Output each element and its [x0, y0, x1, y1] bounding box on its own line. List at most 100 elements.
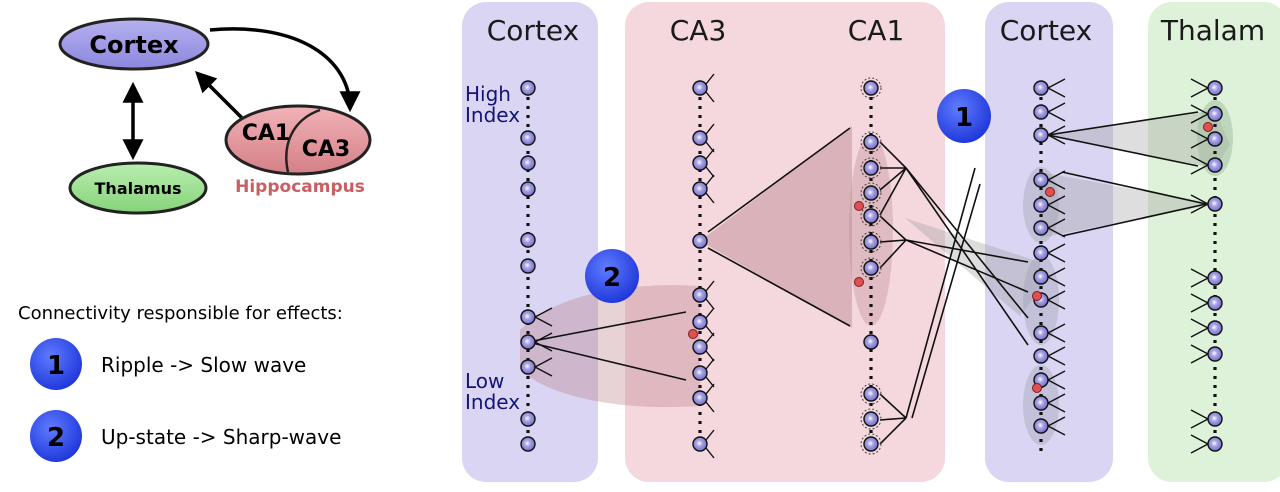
- neuron: [1190, 194, 1223, 214]
- legend-marker-2: [30, 410, 82, 462]
- cortex-thalamus-fan: [1041, 110, 1230, 168]
- marker-2-number: 2: [603, 263, 621, 293]
- neuron: [1190, 434, 1223, 454]
- neuron: [1190, 268, 1223, 288]
- ca1-title: CA1: [848, 14, 905, 47]
- neuron: [860, 157, 882, 179]
- neuron: [860, 205, 882, 227]
- neuron: [1190, 78, 1223, 98]
- overview-diagram: Cortex Thalamus CA1 CA3 Hippocampus: [58, 17, 372, 215]
- neuron: [692, 73, 715, 103]
- cortex-to-hippocampus-arrow: [209, 27, 361, 113]
- neuron: [692, 429, 715, 459]
- ca3-title: CA3: [670, 14, 727, 47]
- active-dot: [1203, 122, 1213, 132]
- legend-marker-2-number: 2: [47, 423, 65, 453]
- legend-marker-1: [30, 338, 82, 390]
- neuron: [692, 148, 715, 178]
- ca3-node-label: CA3: [302, 137, 350, 162]
- neuron: [860, 408, 882, 430]
- neuron: [520, 181, 536, 197]
- cortex-ca3-cone: [520, 285, 700, 408]
- low-index-label-2: Index: [465, 390, 520, 414]
- neuron: [692, 233, 708, 249]
- hippocampus-panel: [625, 2, 945, 482]
- low-index-label-1: Low: [465, 369, 504, 393]
- neuron: [1033, 346, 1066, 366]
- legend-item-2-text: Up-state -> Sharp-wave: [101, 425, 341, 449]
- cortex-right-panel: [985, 2, 1113, 482]
- neuron: [863, 334, 879, 350]
- neuron: [1190, 155, 1223, 175]
- active-dot: [688, 329, 698, 339]
- active-dot: [854, 277, 864, 287]
- neuron: [520, 332, 553, 352]
- ca1-node-label: CA1: [242, 121, 290, 146]
- hippocampus-node: [224, 104, 372, 176]
- neuron: [860, 182, 882, 204]
- neuron: [692, 358, 715, 388]
- neuron: [1033, 323, 1066, 343]
- thalamus-title: Thalam: [1160, 14, 1265, 47]
- neuron: [860, 433, 882, 455]
- active-dot: [854, 201, 864, 211]
- neuron: [520, 307, 553, 327]
- neuron: [1033, 195, 1066, 215]
- neuron: [692, 280, 715, 310]
- legend-heading: Connectivity responsible for effects:: [18, 303, 343, 324]
- cortex-node: [58, 17, 210, 71]
- neuron: [1033, 102, 1066, 122]
- neuron: [1190, 409, 1223, 429]
- neuron: [860, 131, 882, 153]
- neuron: [1033, 267, 1066, 287]
- cortex-node-label: Cortex: [89, 31, 179, 59]
- neuron: [692, 383, 715, 413]
- neuron: [1033, 416, 1066, 436]
- legend: Connectivity responsible for effects: 1 …: [18, 303, 343, 462]
- neuron: [860, 257, 882, 279]
- neuron: [1190, 293, 1223, 313]
- neuron: [1190, 104, 1223, 124]
- neuron: [520, 130, 536, 146]
- marker-1: [937, 89, 991, 143]
- neuron: [860, 231, 882, 253]
- neuron: [520, 258, 536, 274]
- hippocampus-label: Hippocampus: [235, 177, 365, 197]
- thalamus-node-label: Thalamus: [95, 179, 182, 198]
- neuron: [860, 77, 882, 99]
- marker-2: [585, 249, 639, 303]
- active-neurons: [688, 122, 1213, 393]
- marker-1-number: 1: [955, 103, 973, 133]
- high-index-label-1: High: [465, 82, 511, 106]
- thalamus-cortex-fan: [1040, 172, 1215, 238]
- neuron: [520, 155, 536, 171]
- ca3-ca1-cone: [700, 126, 852, 328]
- neuron: [1033, 243, 1066, 263]
- active-dot: [1032, 383, 1042, 393]
- hippocampus-to-cortex-arrow: [195, 71, 244, 120]
- neuron: [860, 383, 882, 405]
- neuron-columns: [520, 73, 1223, 459]
- neuron: [1190, 129, 1223, 149]
- cortex-right-title: Cortex: [1000, 14, 1092, 47]
- high-index-label-2: Index: [465, 103, 520, 127]
- neuron: [520, 80, 536, 96]
- thalamus-node: [68, 161, 208, 215]
- neuron: [1190, 344, 1223, 364]
- neuron: [520, 357, 553, 377]
- legend-marker-1-number: 1: [47, 351, 65, 381]
- neuron: [1190, 318, 1223, 338]
- active-dot: [1032, 291, 1042, 301]
- neuron: [520, 411, 536, 427]
- neuron: [1033, 78, 1066, 98]
- neuron: [692, 174, 715, 204]
- ca1-ca3-divider: [285, 108, 321, 173]
- neuron: [1033, 170, 1066, 190]
- cortex-left-title: Cortex: [487, 14, 579, 47]
- active-dot: [1045, 187, 1055, 197]
- connection-lines: [527, 111, 1207, 445]
- neuron: [692, 332, 715, 362]
- legend-item-1-text: Ripple -> Slow wave: [101, 353, 306, 377]
- neuron: [520, 436, 536, 452]
